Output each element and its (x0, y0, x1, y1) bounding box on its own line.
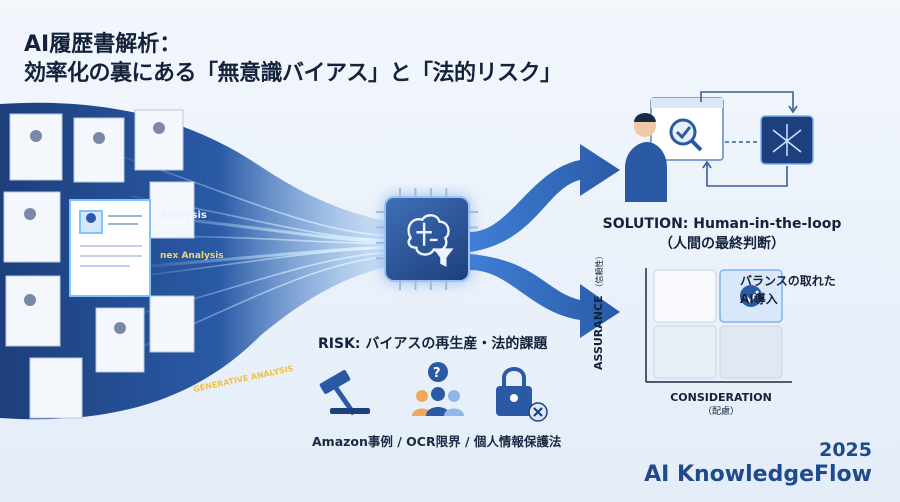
brain-filter-chip-icon (407, 214, 454, 267)
brand-year: 2025 (819, 439, 872, 461)
human-in-the-loop-illustration (625, 91, 814, 202)
magnifier-icon (669, 118, 697, 146)
gavel-icon (319, 370, 370, 416)
brand-name: AI KnowledgeFlow (644, 461, 872, 487)
balance-label: バランスの取れた AI導入 (740, 272, 860, 308)
resume-flow-illustration: Analysis nex Analysis GENERATIVE ANALYSI… (0, 102, 401, 420)
solution-label-line-1: SOLUTION: Human-in-the-loop (602, 216, 842, 232)
title-line-2: 効率化の裏にある「無意識バイアス」と「法的リスク」 (24, 61, 562, 87)
resume-avatars (24, 122, 165, 334)
person-icon (625, 142, 667, 202)
solution-label-line-2: （人間の最終判断） (659, 235, 785, 252)
balance-label-line-1: バランスの取れた (740, 274, 836, 288)
brand-block: 2025 AI KnowledgeFlow (644, 439, 872, 487)
arrow-down (470, 254, 620, 338)
chip-pins (376, 188, 478, 290)
y-axis-title: ASSURANCE (592, 295, 605, 370)
branch-arrows (470, 144, 620, 338)
risk-icons: ? (319, 362, 548, 422)
x-axis-label: CONSIDERATION （配慮） (646, 391, 796, 418)
balance-label-line-2: AI導入 (740, 292, 778, 306)
arrow-up (470, 144, 620, 252)
y-axis-label: ASSURANCE （信頼性） (592, 252, 622, 370)
risk-footer: Amazon事例 / OCR限界 / 個人情報保護法 (312, 434, 562, 449)
solution-label: SOLUTION: Human-in-the-loop （人間の最終判断） (602, 215, 842, 254)
doc-label-analysis: Analysis (160, 210, 207, 221)
highlighted-resume (69, 199, 151, 297)
page-title: AI履歴書解析： 効率化の裏にある「無意識バイアス」と「法的リスク」 (24, 30, 562, 88)
resume-documents (3, 109, 195, 419)
x-axis-sub: （配慮） (702, 406, 739, 417)
check-icon (675, 126, 692, 140)
people-question-icon: ? (412, 362, 464, 416)
balance-matrix (645, 268, 792, 383)
ai-chip (376, 188, 478, 290)
y-axis-sub: （信頼性） (595, 251, 604, 292)
doc-label-nex-analysis: nex Analysis (160, 251, 224, 261)
balance-check-icon (740, 285, 762, 307)
risk-label: RISK: バイアスの再生産・法的課題 (318, 336, 548, 352)
lock-error-icon (496, 367, 548, 422)
x-axis-title: CONSIDERATION (670, 391, 772, 404)
svg-text:?: ? (433, 366, 441, 381)
title-line-1: AI履歴書解析： (24, 32, 182, 57)
